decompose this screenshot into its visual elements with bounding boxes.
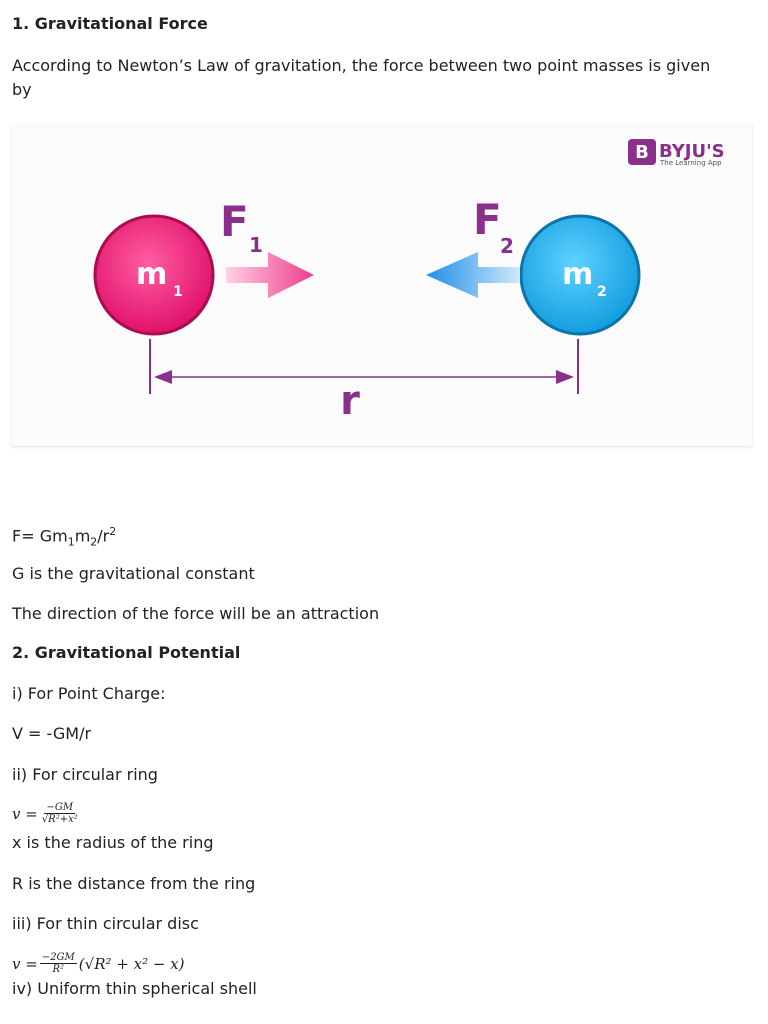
mass-1-sphere — [93, 214, 215, 336]
gravitational-constant-text: G is the gravitational constant — [12, 564, 255, 583]
disc-formula-numerator: −2GM — [39, 952, 77, 964]
section-heading-gravitational-force: 1. Gravitational Force — [12, 14, 208, 33]
brand-name: BYJU'S — [659, 141, 725, 162]
disc-formula-denominator: R² — [52, 964, 65, 975]
spherical-shell-item: iv) Uniform thin spherical shell — [12, 979, 257, 998]
distance-label: r — [340, 378, 360, 424]
ring-formula-numerator: −GM — [44, 802, 76, 814]
force-direction-text: The direction of the force will be an at… — [12, 604, 380, 623]
circular-ring-item: ii) For circular ring — [12, 765, 158, 784]
force-2-subscript: 2 — [500, 234, 514, 258]
gravitation-figure: B BYJU'S The Learning App m 1 m 2 F 1 F … — [12, 124, 752, 446]
byjus-logo-mark — [628, 139, 656, 165]
force-1-subscript: 1 — [249, 233, 263, 257]
ring-radius-text: x is the radius of the ring — [12, 833, 214, 852]
distance-arrowhead-right — [556, 370, 574, 384]
force-formula-mid: m — [74, 526, 91, 546]
ring-potential-formula: v = −GM √R²+x² — [12, 802, 82, 825]
force-1-arrow — [226, 252, 314, 298]
ring-distance-text: R is the distance from the ring — [12, 874, 256, 893]
mass-2-subscript: 2 — [597, 284, 607, 300]
force-formula-suffix: /r — [97, 526, 110, 546]
thin-disc-item: iii) For thin circular disc — [12, 914, 199, 933]
mass-2-label: m — [562, 257, 593, 292]
section-heading-gravitational-potential: 2. Gravitational Potential — [12, 643, 241, 662]
gravitation-diagram: B BYJU'S The Learning App m 1 m 2 F 1 F … — [93, 139, 725, 424]
point-charge-formula: V = -GM/r — [12, 724, 92, 743]
ring-formula-lhs: v = — [12, 804, 38, 823]
force-2-label: F — [473, 195, 502, 244]
ring-formula-denominator: √R²+x² — [41, 814, 78, 825]
force-formula: F= Gm1m2/r2 — [12, 520, 116, 555]
disc-formula-lhs: v = — [12, 954, 38, 973]
force-formula-sub-2: 2 — [90, 535, 98, 549]
force-1-label: F — [220, 197, 249, 246]
byjus-logo: B BYJU'S The Learning App — [628, 139, 725, 167]
byjus-logo-mark-letter: B — [635, 142, 649, 163]
ring-formula-fraction: −GM √R²+x² — [40, 802, 80, 825]
force-2-arrow — [426, 252, 520, 298]
point-charge-item: i) For Point Charge: — [12, 684, 166, 703]
distance-arrowhead-left — [154, 370, 172, 384]
force-formula-sub-1: 1 — [67, 535, 75, 549]
intro-paragraph: According to Newton’s Law of gravitation… — [12, 56, 711, 99]
disc-potential-formula: v = −2GM R² (√R² + x² − x) — [12, 952, 185, 975]
mass-2-sphere — [519, 214, 641, 336]
force-formula-prefix: F= Gm — [12, 526, 68, 546]
mass-1-subscript: 1 — [173, 284, 183, 300]
disc-formula-fraction: −2GM R² — [39, 952, 77, 975]
mass-1-label: m — [136, 257, 167, 292]
disc-formula-rhs: (√R² + x² − x) — [78, 954, 185, 973]
force-formula-sup: 2 — [109, 525, 117, 538]
brand-tagline: The Learning App — [659, 159, 722, 167]
